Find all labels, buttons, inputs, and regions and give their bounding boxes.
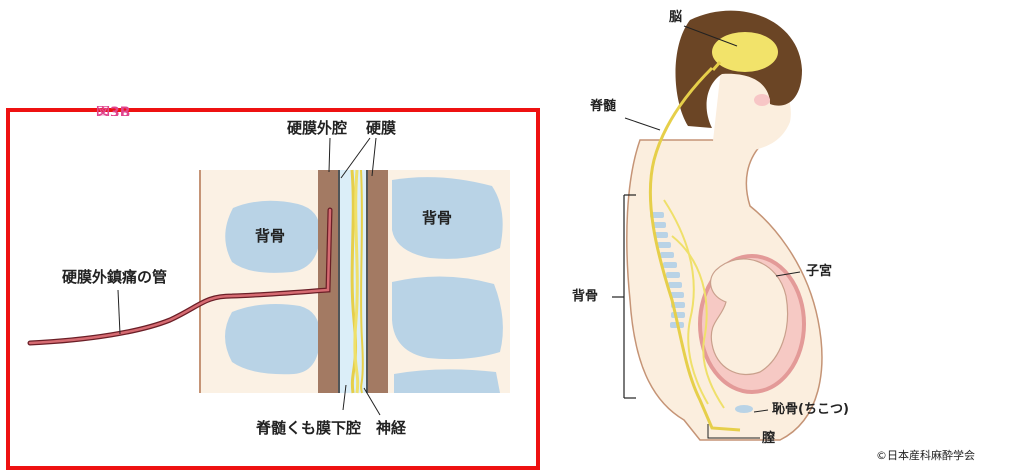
vertebra-right-middle	[392, 276, 503, 359]
epidural-space-right	[368, 170, 388, 393]
label-catheter: 硬膜外鎮痛の管	[62, 270, 167, 285]
label-pubic-bone: 恥骨(ちこつ)	[772, 403, 849, 416]
label-subarachnoid: 脊髄くも膜下腔	[256, 421, 361, 436]
leader-epidural	[329, 138, 330, 172]
label-vagina: 膣	[762, 432, 775, 445]
label-epidural-space: 硬膜外腔	[287, 121, 347, 136]
baby	[711, 259, 788, 375]
label-uterus: 子宮	[806, 265, 832, 278]
label-dura: 硬膜	[366, 121, 396, 136]
label-brain: 脳	[669, 11, 682, 24]
pubic-bone	[735, 405, 753, 413]
cheek	[754, 94, 770, 106]
brain	[712, 32, 778, 72]
label-vertebra-left: 背骨	[255, 229, 285, 244]
label-nerve: 神経	[376, 421, 406, 436]
label-spinal-cord: 脊髄	[590, 100, 616, 113]
copyright-text: ©日本産科麻酔学会	[876, 450, 975, 461]
label-vertebra-right: 背骨	[422, 211, 452, 226]
label-spine: 背骨	[572, 290, 598, 303]
pregnant-woman	[612, 11, 822, 440]
vertebra-right-lower	[394, 369, 500, 393]
leader-spinal-cord	[625, 118, 660, 130]
vertebra-left-lower	[225, 304, 320, 374]
leader-catheter	[118, 290, 120, 334]
